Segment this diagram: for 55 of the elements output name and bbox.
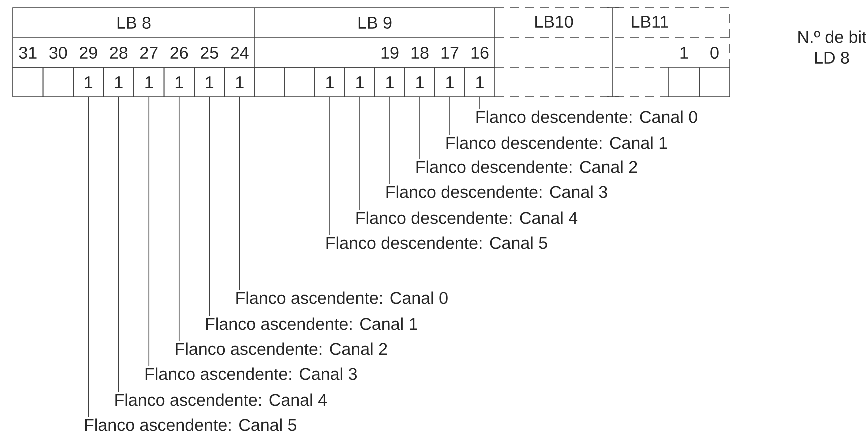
bit-number: 29: [80, 46, 98, 60]
table-cell: 1: [164, 68, 195, 98]
bit-number: 1: [680, 47, 688, 59]
callout-text: Flanco descendente: Canal 3: [386, 186, 608, 198]
bit-number: 25: [201, 46, 218, 60]
row-label: LD 8: [815, 52, 850, 64]
table-cell: 1: [194, 68, 226, 98]
bit-number: 28: [110, 46, 128, 60]
table-cell: 1: [344, 68, 376, 98]
callout-text: Flanco descendente: Canal 1: [446, 136, 668, 150]
column-header: LB11: [632, 16, 668, 28]
table-cell: 1: [314, 68, 346, 98]
bit-number: 30: [50, 46, 68, 60]
callout-text: Flanco ascendente: Canal 5: [85, 418, 297, 432]
callout-text: Flanco descendente: Canal 0: [476, 110, 698, 124]
table-cell: 1: [464, 68, 496, 98]
bit-number: 24: [231, 47, 249, 59]
table-cell: 1: [73, 68, 104, 98]
table-cell: 1: [224, 68, 256, 98]
leader-line: [148, 97, 150, 367]
table-cell: 1: [374, 68, 406, 98]
bit-number: 27: [140, 47, 158, 59]
table-cell: [668, 68, 700, 98]
bit-number: 16: [472, 46, 489, 60]
leader-line: [88, 97, 90, 418]
bit-number: 0: [710, 46, 719, 60]
bit-number: 31: [19, 46, 37, 60]
table-cell: 1: [404, 68, 436, 98]
table-cell: [699, 68, 730, 98]
bit-number: 19: [382, 46, 399, 60]
column-header: LB 9: [358, 16, 392, 30]
table-cell: [12, 68, 44, 98]
bit-number: 26: [170, 46, 188, 60]
table-cell: 1: [103, 68, 134, 98]
leader-line: [209, 97, 210, 317]
leader-line: [239, 97, 240, 291]
table-cell: [284, 68, 316, 98]
callout-text: Flanco ascendente: Canal 3: [146, 368, 357, 380]
callout-text: Flanco descendente: Canal 4: [356, 212, 578, 224]
callout-text: Flanco ascendente: Canal 4: [116, 394, 328, 406]
column-header: LB10: [536, 16, 574, 28]
table-cell: [254, 68, 286, 98]
table-cell: 1: [434, 68, 466, 98]
bit-number: 17: [442, 47, 459, 59]
callout-text: Flanco descendente: Canal 5: [326, 236, 548, 250]
bit-number: 18: [412, 46, 429, 60]
callout-text: Flanco descendente: Canal 2: [416, 160, 638, 174]
leader-line: [118, 97, 120, 393]
callout-text: Flanco ascendente: Canal 1: [206, 318, 418, 330]
table-cell: [42, 68, 74, 98]
column-header: LB 8: [118, 16, 151, 30]
leader-line: [178, 97, 180, 342]
callout-text: Flanco ascendente: Canal 0: [236, 292, 448, 304]
table-cell: 1: [134, 68, 165, 98]
callout-text: Flanco ascendente: Canal 2: [176, 342, 388, 356]
